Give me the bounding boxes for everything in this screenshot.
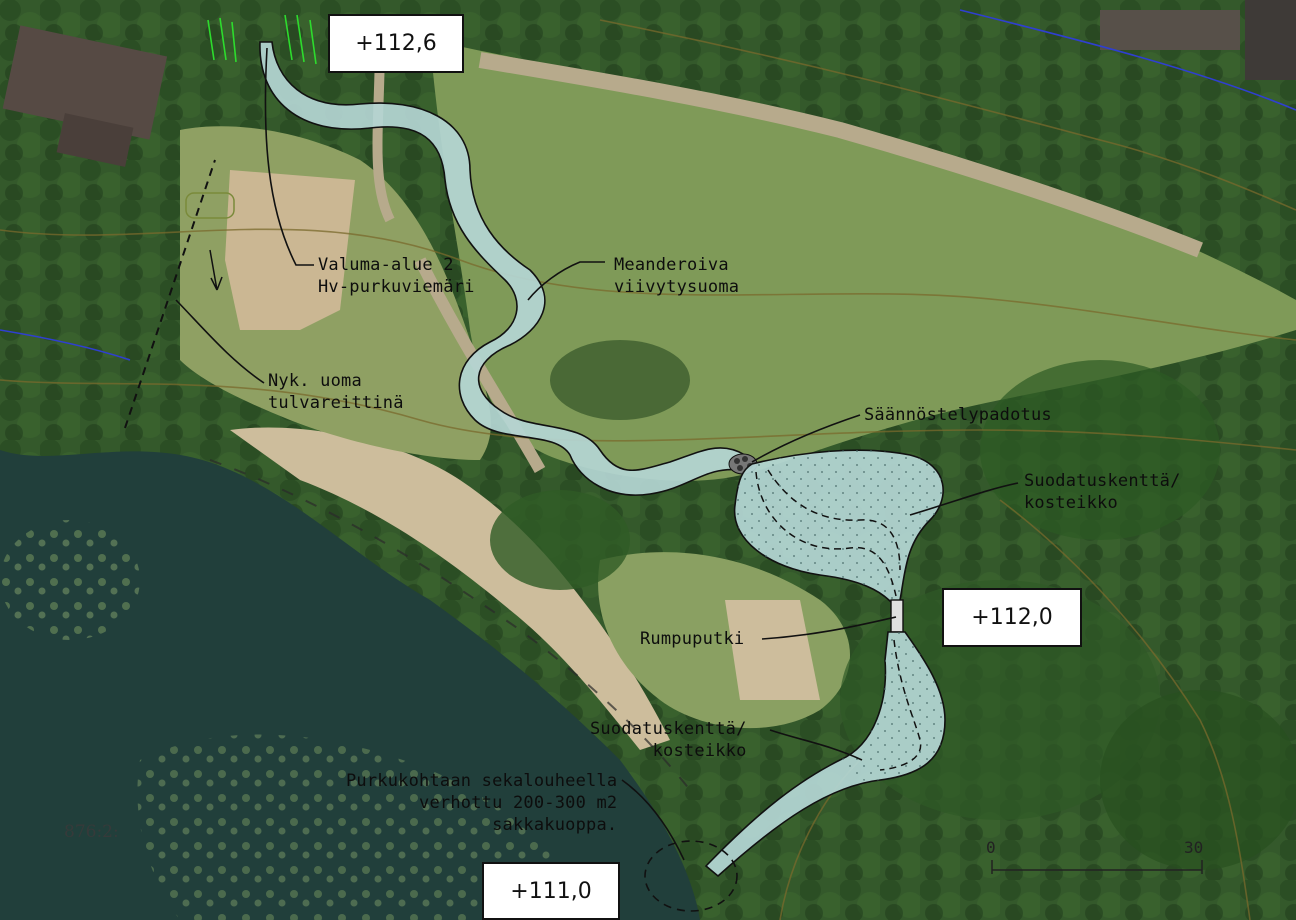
label-filtration-field-1: Suodatuskenttä/ kosteikko [1024,470,1181,514]
label-existing-line1: Nyk. uoma [268,371,362,391]
building [1100,10,1240,50]
building [1245,0,1296,80]
label-meander-line2: viivytysuoma [614,277,740,297]
beach [230,427,670,750]
survey-markings [207,14,317,65]
label-existing-line2: tulvareittinä [268,393,404,413]
sediment-pit [644,840,738,912]
label-filter2-line2: kosteikko [652,741,747,761]
building [56,113,134,167]
label-catchment-area: Valuma-alue 2 Hv-purkuviemäri [318,254,475,298]
scale-label-end: 30 [1184,838,1204,857]
sheet-number: 876:2: [64,822,119,842]
road [478,52,1203,258]
elevation-label-middle: +112,0 [942,588,1082,647]
sand-field [725,600,820,700]
building [2,25,168,140]
utility-lines [0,9,1296,361]
label-catchment-line2: Hv-purkuviemäri [318,277,475,297]
label-regulation-dam: Säännöstelypadotus [864,405,1052,425]
label-culvert: Rumpuputki [640,629,745,649]
label-catchment-line1: Valuma-alue 2 [318,255,454,275]
label-meander-line1: Meanderoiva [614,255,729,275]
contour-lines [0,19,1296,920]
label-sediment-pit: Purkukohtaan sekalouheella verhottu 200-… [346,770,617,836]
culvert-pipe [890,599,904,633]
shoreline-dashed [209,459,691,791]
elevation-label-bottom: +111,0 [482,862,620,920]
label-filter1-line1: Suodatuskenttä/ [1024,471,1181,491]
label-outlet-line1: Purkukohtaan sekalouheella [346,771,618,791]
label-filtration-field-2: Suodatuskenttä/ kosteikko [590,718,747,762]
label-existing-channel: Nyk. uoma tulvareittinä [268,370,404,414]
label-filter1-line2: kosteikko [1024,493,1118,513]
flow-arrow [209,249,223,291]
scale-label-start: 0 [986,838,996,857]
manhole-symbol [185,192,235,219]
elevation-label-top: +112,6 [328,14,464,73]
existing-channel-line [124,159,216,429]
water-lilies-west [0,520,140,640]
label-outlet-line2: verhottu 200-300 m2 [419,793,618,813]
playground [225,170,355,330]
label-meander: Meanderoiva viivytysuoma [614,254,739,298]
label-outlet-line3: sakkakuoppa. [492,815,618,835]
label-filter2-line1: Suodatuskenttä/ [590,719,747,739]
leader-lines [175,47,1019,861]
scale-bar [991,860,1203,874]
